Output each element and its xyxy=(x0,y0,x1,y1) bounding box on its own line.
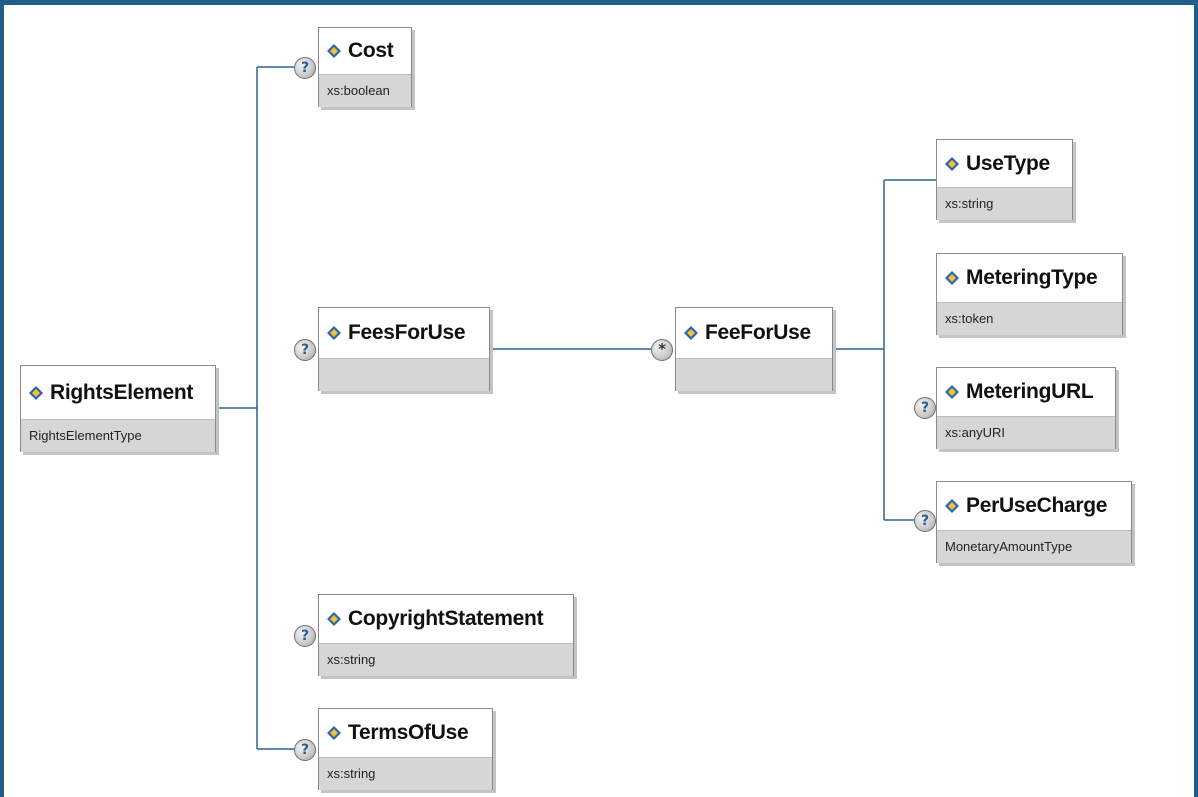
node-name: CopyrightStatement xyxy=(348,607,544,630)
node-type: xs:string xyxy=(319,643,573,676)
node-name: PerUseCharge xyxy=(966,494,1108,517)
node-type xyxy=(319,358,489,391)
optional-badge: ? xyxy=(294,339,316,361)
element-icon xyxy=(944,384,960,400)
element-icon xyxy=(944,498,960,514)
repeat-badge: * xyxy=(651,339,673,361)
element-icon xyxy=(944,270,960,286)
node-rightselement[interactable]: RightsElement RightsElementType xyxy=(20,365,216,452)
node-perusecharge[interactable]: PerUseCharge MonetaryAmountType xyxy=(936,481,1132,563)
element-icon xyxy=(326,325,342,341)
node-feesforuse[interactable]: FeesForUse xyxy=(318,307,490,391)
node-type xyxy=(676,358,832,391)
node-type: xs:string xyxy=(937,187,1072,220)
node-name: MeteringURL xyxy=(966,380,1094,403)
node-type: xs:anyURI xyxy=(937,416,1115,449)
optional-badge: ? xyxy=(294,739,316,761)
node-name: Cost xyxy=(348,39,394,62)
node-usetype[interactable]: UseType xs:string xyxy=(936,139,1073,220)
node-name: MeteringType xyxy=(966,266,1098,289)
node-type: RightsElementType xyxy=(21,419,215,452)
optional-badge: ? xyxy=(914,510,936,532)
optional-badge: ? xyxy=(914,397,936,419)
element-icon xyxy=(326,725,342,741)
node-name: FeesForUse xyxy=(348,321,466,344)
node-meteringtype[interactable]: MeteringType xs:token xyxy=(936,253,1123,335)
element-icon xyxy=(28,385,44,401)
node-copyrightstatement[interactable]: CopyrightStatement xs:string xyxy=(318,594,574,676)
node-name: RightsElement xyxy=(50,380,194,404)
node-type: xs:string xyxy=(319,757,492,790)
node-type: xs:token xyxy=(937,302,1122,335)
node-type: MonetaryAmountType xyxy=(937,530,1131,563)
node-termsofuse[interactable]: TermsOfUse xs:string xyxy=(318,708,493,790)
optional-badge: ? xyxy=(294,57,316,79)
element-icon xyxy=(944,156,960,172)
node-name: TermsOfUse xyxy=(348,721,469,744)
node-type: xs:boolean xyxy=(319,74,411,107)
node-name: FeeForUse xyxy=(705,321,811,344)
element-icon xyxy=(683,325,699,341)
node-meteringurl[interactable]: MeteringURL xs:anyURI xyxy=(936,367,1116,449)
optional-badge: ? xyxy=(294,625,316,647)
element-icon xyxy=(326,611,342,627)
node-name: UseType xyxy=(966,151,1050,175)
node-feeforuse[interactable]: FeeForUse xyxy=(675,307,833,391)
node-cost[interactable]: Cost xs:boolean xyxy=(318,27,412,107)
element-icon xyxy=(326,43,342,59)
